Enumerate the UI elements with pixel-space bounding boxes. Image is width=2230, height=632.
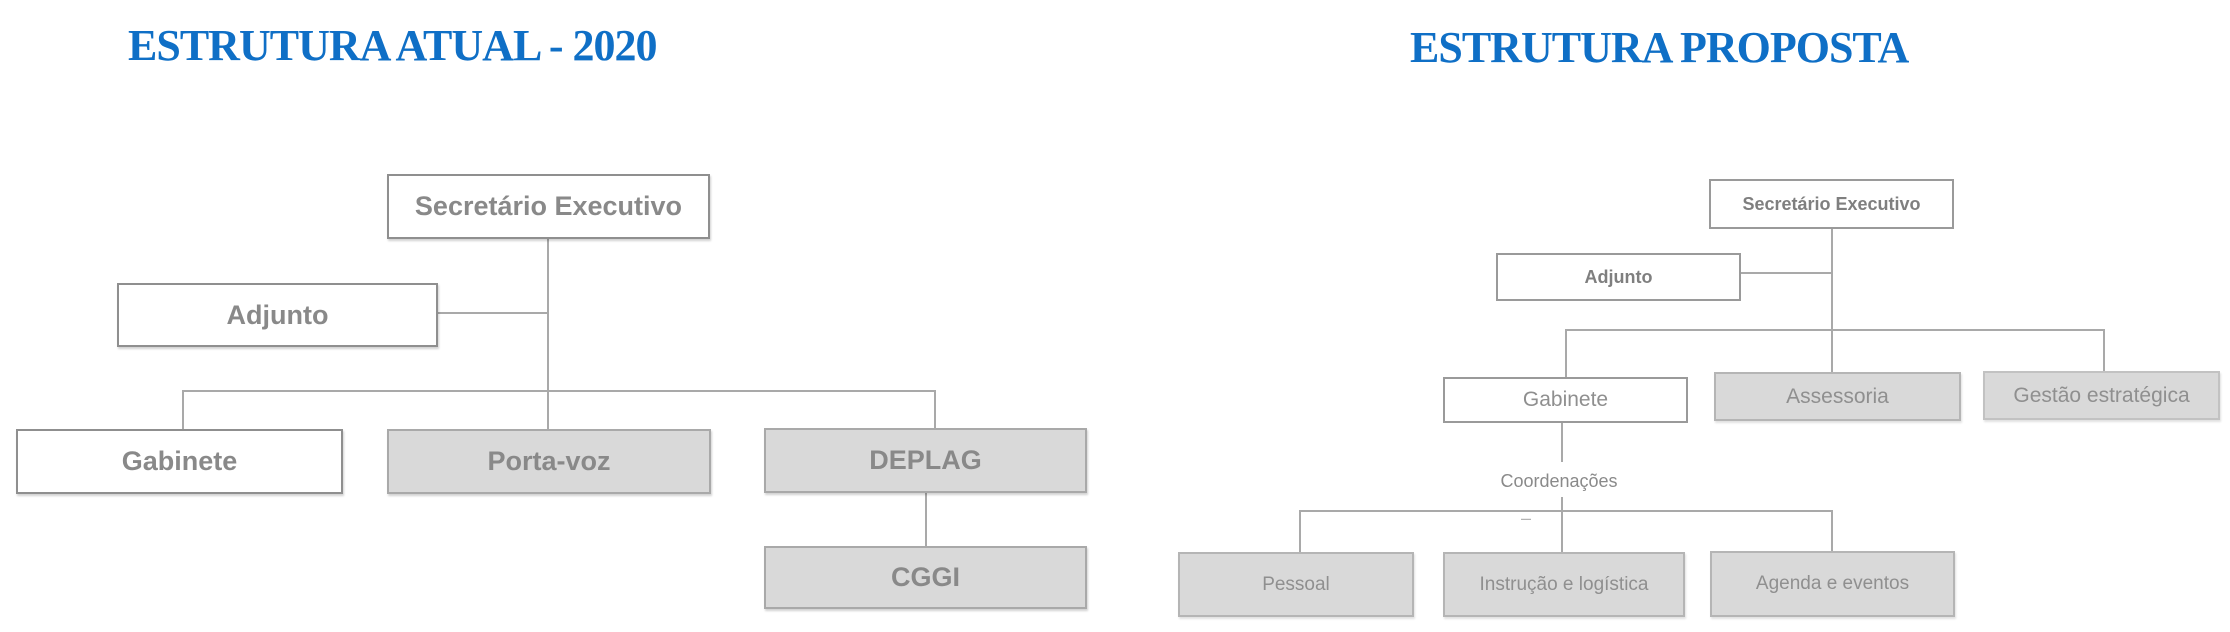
connector-agenda-stub <box>1831 510 1833 551</box>
node-secretario-executivo-proposta: Secretário Executivo <box>1709 179 1954 229</box>
node-deplag-atual: DEPLAG <box>764 428 1087 493</box>
connector-adjunto-right <box>1741 272 1831 274</box>
node-porta-voz-atual: Porta-voz <box>387 429 711 494</box>
node-gabinete-atual: Gabinete <box>16 429 343 494</box>
node-instrucao-logistica-proposta: Instrução e logística <box>1443 552 1685 617</box>
connector-distribution-right <box>1565 329 2105 331</box>
right-chart-title: ESTRUTURA PROPOSTA <box>1410 23 1909 72</box>
connector-gabinete-stub-right <box>1565 329 1567 377</box>
node-agenda-eventos-proposta: Agenda e eventos <box>1710 551 1955 617</box>
node-secretario-executivo-atual: Secretário Executivo <box>387 174 710 239</box>
label-coordenacoes: Coordenações <box>1500 471 1618 491</box>
connector-gabinete-coordenacoes-top <box>1561 423 1563 462</box>
connector-deplag-cggi-left <box>925 493 927 546</box>
node-adjunto-proposta: Adjunto <box>1496 253 1741 301</box>
connector-adjunto-left <box>438 312 548 314</box>
connector-distribution-left <box>182 390 936 392</box>
connector-deplag-stub-left <box>934 390 936 428</box>
connector-coordenacoes-bottom <box>1561 497 1563 552</box>
connector-pessoal-stub <box>1299 510 1301 552</box>
connector-secretario-vertical-right <box>1831 229 1833 372</box>
node-assessoria-proposta: Assessoria <box>1714 372 1961 421</box>
connector-coordenacoes-distribution <box>1299 510 1833 512</box>
connector-secretario-vertical-left <box>547 239 549 429</box>
node-adjunto-atual: Adjunto <box>117 283 438 347</box>
connector-gabinete-stub-left <box>182 390 184 429</box>
connector-gestao-stub-right <box>2103 329 2105 371</box>
left-chart-title: ESTRUTURA ATUAL - 2020 <box>128 21 658 70</box>
node-gabinete-proposta: Gabinete <box>1443 377 1688 423</box>
stray-dash: – <box>1520 508 1531 528</box>
node-gestao-estrategica-proposta: Gestão estratégica <box>1983 371 2220 420</box>
node-cggi-atual: CGGI <box>764 546 1087 609</box>
node-pessoal-proposta: Pessoal <box>1178 552 1414 617</box>
